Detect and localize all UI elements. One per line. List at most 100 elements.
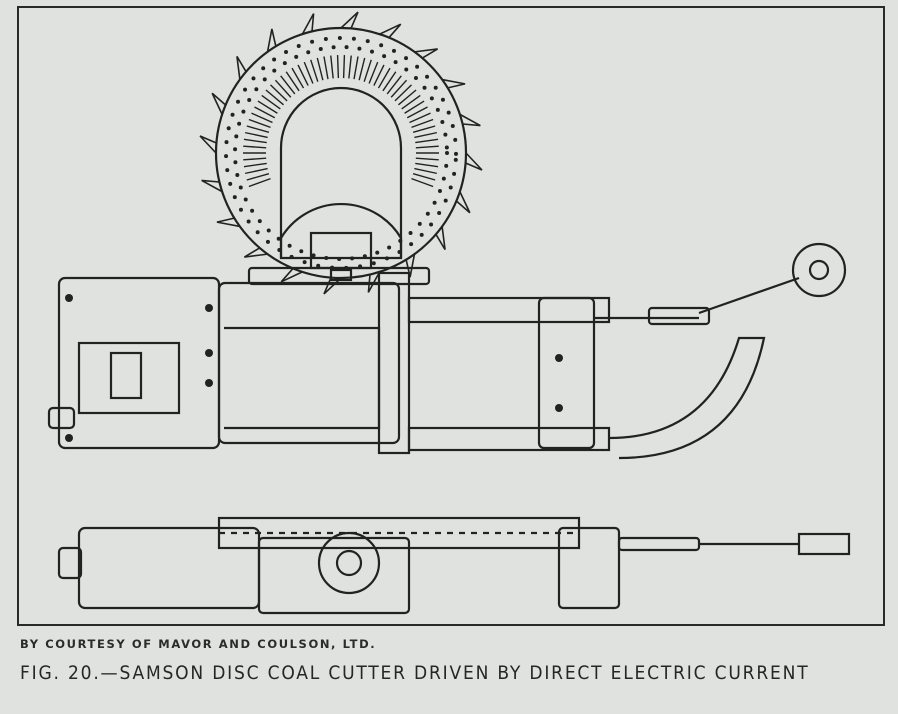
disc-hole [318,46,323,51]
disc-slot [353,56,359,80]
disc-hole [384,256,389,261]
disc-hole [441,176,446,181]
disc-hole [246,219,251,224]
disc-slot [415,157,439,161]
cutter-pick [236,55,247,80]
disc-hole [425,74,430,79]
disc-hole [226,126,231,131]
disc-slot [323,56,329,80]
disc-slot [274,79,292,98]
disc-slot [382,71,397,92]
disc-hole [250,208,255,213]
disc-hole [404,67,409,72]
disc-slot [251,112,273,124]
disc-hole [444,145,449,150]
cutter-pick [266,28,277,53]
disc-hole [323,37,328,42]
disc-slot [363,59,372,82]
disc-hole [435,107,440,112]
machine-side-view [57,516,851,615]
disc-hole [415,64,420,69]
disc-hole [296,44,301,49]
disc-hole [452,171,457,176]
disc-hole [282,61,287,66]
disc-hole [351,36,356,41]
disc-slot [412,172,436,181]
disc-hole [237,121,242,126]
disc-hole [453,157,458,162]
disc-hole [316,263,321,268]
disc-hole [422,85,427,90]
disc-hole [261,66,266,71]
machine-body-top-view [47,242,847,460]
disc-hole [429,96,434,101]
disc-slot [285,71,300,92]
disc-hole [413,76,418,81]
coal-cutter-illustration [17,6,885,626]
disc-hole [371,261,376,266]
disc-hole [440,97,445,102]
disc-slot [243,157,267,161]
disc-slot [330,55,334,79]
disc-slot [297,64,309,86]
disc-hole [350,256,355,261]
disc-hole [255,230,260,235]
disc-slot [358,57,366,81]
disc-slot [291,67,305,89]
disc-slot [414,131,438,139]
disc-slot [390,79,408,98]
disc-hole [432,200,437,205]
disc-slot [373,64,385,86]
disc-hole [365,39,370,44]
cutter-pick [199,135,217,154]
disc-hole [397,250,402,255]
cutter-pick [340,11,359,29]
disc-slot [303,61,314,84]
disc-hole [324,255,329,260]
disc-hole [233,160,238,165]
disc-slot [280,75,296,95]
cutter-pick [414,48,439,59]
disc-slot [406,106,428,119]
disc-hole [398,238,403,243]
disc-hole [287,243,292,248]
cutter-pick [243,247,268,258]
disc-slot [246,172,270,181]
disc-slot [248,118,271,129]
disc-hole [284,49,289,54]
cutter-pick [379,23,402,39]
disc-hole [299,249,304,254]
cutter-pick [301,13,315,35]
disc-hole [379,43,384,48]
disc-hole [437,188,442,193]
disc-slot [316,57,324,81]
disc-hole [387,245,392,250]
disc-hole [272,68,277,73]
disc-hole [444,163,449,168]
disc-hole [266,228,271,233]
disc-slot [257,100,278,114]
disc-slot [415,138,439,144]
disc-hole [224,154,229,159]
disc-hole [453,137,458,142]
disc-hole [443,132,448,137]
disc-hole [238,185,243,190]
disc-hole [234,134,239,139]
disc-hole [289,254,294,259]
figure-caption: FIG. 20.—SAMSON DISC COAL CUTTER DRIVEN … [20,662,810,684]
disc-hole [445,151,449,155]
cutter-pick [216,217,241,228]
disc-hole [375,250,380,255]
cutter-pick [201,179,223,193]
disc-slot [270,84,288,102]
disc-hole [417,221,422,226]
disc-hole [224,140,229,145]
cutter-pick [367,271,381,293]
disc-hole [306,50,311,55]
disc-slot [411,177,434,188]
disc-hole [409,242,414,247]
disc-slot [243,162,267,168]
disc-slot [342,55,346,79]
disc-hole [448,185,453,190]
disc-hole [276,236,281,241]
